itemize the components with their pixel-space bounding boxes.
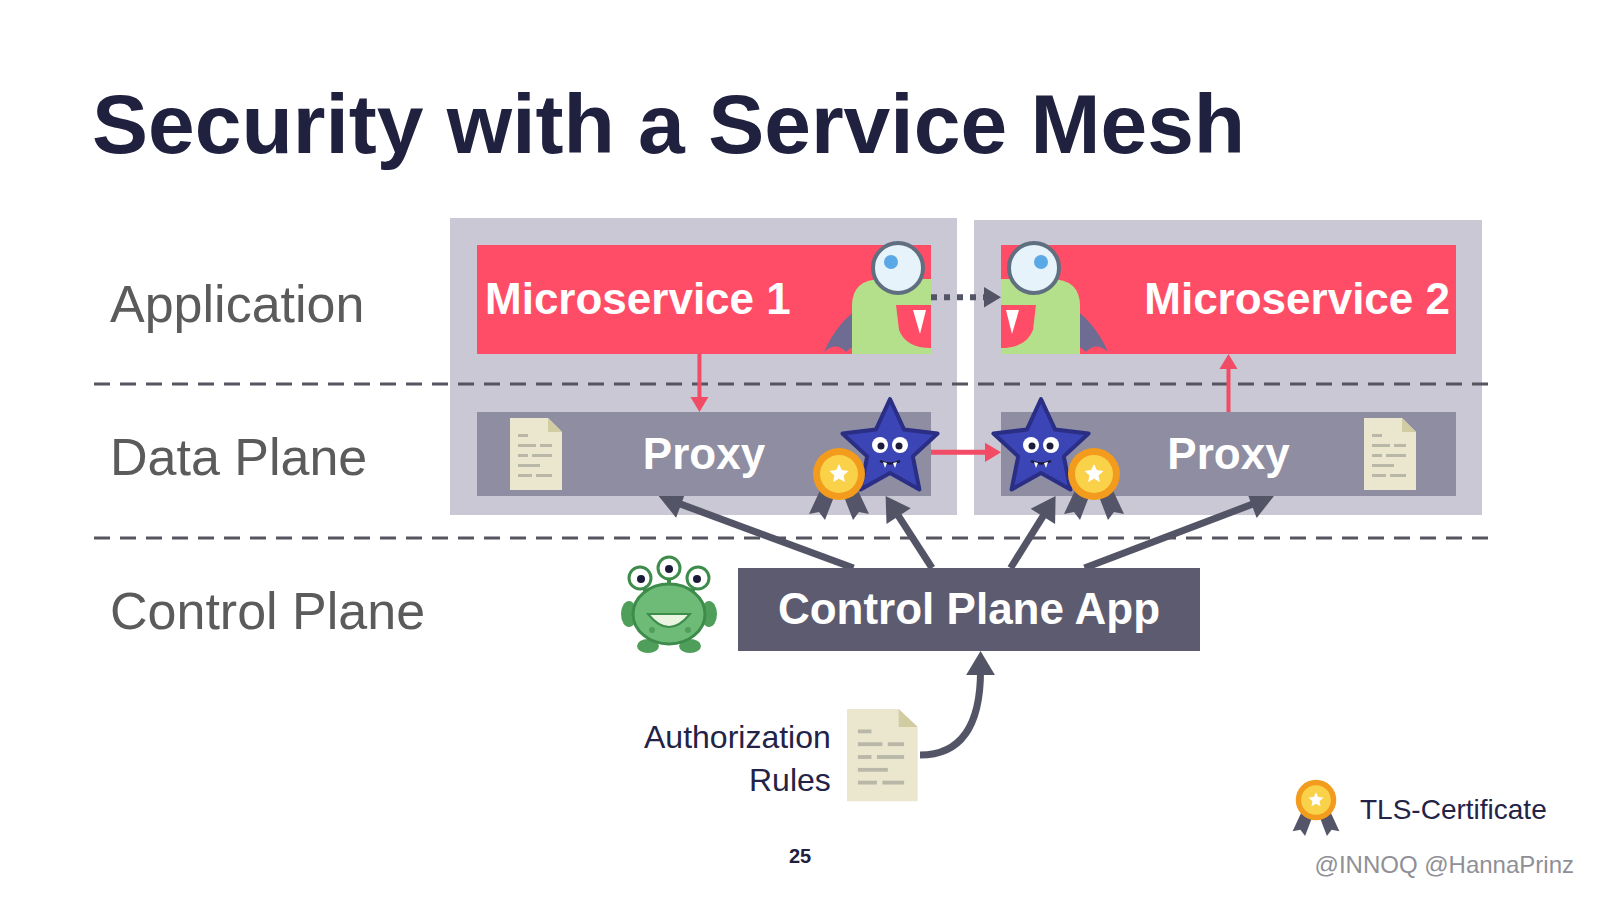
connector-line [931,294,987,300]
arrow-head [886,496,911,524]
control-monster [621,557,717,653]
service-container [450,218,957,515]
plane-label: Control Plane [110,585,425,637]
document-icon [847,709,918,801]
document-icon [510,418,562,490]
plane-label-box: Control Plane [110,585,425,637]
node-label: Microservice 1 [485,275,791,323]
document-icon [1364,418,1416,490]
handle-note: @INNOQ @HannaPrinz [1315,853,1574,877]
monster-icon [1001,243,1108,354]
plane-label-box: Data Plane [110,431,367,483]
legend-medal [1293,780,1340,836]
certificate-medal [809,448,869,520]
connector [931,443,1001,462]
connector [1011,496,1056,568]
plane-label: Data Plane [110,431,367,483]
service-container [974,220,1482,515]
node-label: Control Plane App [778,585,1160,633]
arrow-head [1220,354,1238,369]
plane-divider [94,383,1497,386]
connector [886,496,932,568]
arrow-head [690,397,708,412]
connector-line [896,512,932,568]
certificate-medal [1064,448,1124,520]
handle-note-box: @INNOQ @HannaPrinz [1315,853,1574,877]
legend-text-box: TLS-Certificate [1360,796,1547,824]
node-label: Authorization Rules [644,716,831,802]
arrow-head [984,287,1001,307]
monster-icon [824,243,931,354]
connector [690,354,708,412]
slide-title-box: Security with a Service Mesh [92,82,1245,166]
node-label: Microservice 2 [1144,275,1450,323]
plane-label-box: Application [110,278,364,330]
connector-line [1011,512,1046,568]
control-plane-box: Control Plane App [738,568,1200,651]
connector [931,287,1001,307]
page-number: 25 [789,846,811,866]
arrow-head [966,651,995,675]
connector [920,651,995,755]
arrow-head [985,443,1001,462]
arrow-head [1031,496,1056,524]
connector-line [1227,366,1231,412]
page-number-box: 25 [770,846,830,867]
connector-line [697,354,701,400]
plane-label: Application [110,278,364,330]
legend-text: TLS-Certificate [1360,796,1547,824]
connector-line [920,670,981,755]
connector [1220,354,1238,412]
slide-title: Security with a Service Mesh [92,82,1245,166]
node-label: Proxy [1167,430,1289,478]
plane-divider [94,537,1497,540]
node-label: Proxy [643,430,765,478]
connector-line [931,450,988,455]
